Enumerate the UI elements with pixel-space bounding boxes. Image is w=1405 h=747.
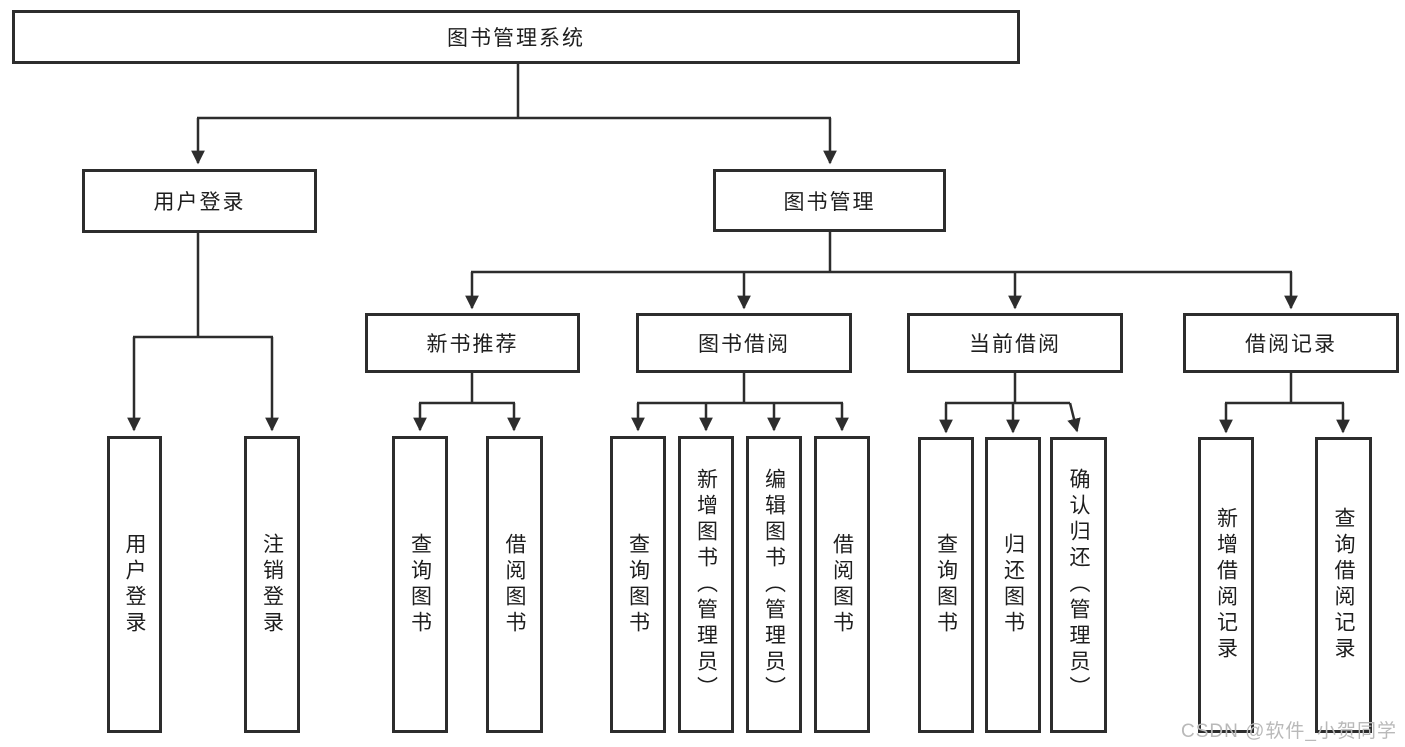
leaf-borrow-edit-admin: 编辑图书（管理员） [746, 436, 802, 733]
leaf-borrow-query: 查询图书 [610, 436, 666, 733]
leaf-borrow-add-admin-label: 新增图书（管理员） [694, 467, 718, 702]
leaf-query-borrow-record: 查询借阅记录 [1315, 437, 1372, 733]
leaf-borrow-book: 借阅图书 [814, 436, 870, 733]
leaf-current-query-label: 查询图书 [934, 533, 958, 637]
leaf-user-login: 用户登录 [107, 436, 162, 733]
leaf-add-borrow-record: 新增借阅记录 [1198, 437, 1254, 733]
node-book-management: 图书管理 [713, 169, 946, 232]
watermark: CSDN @软件_小贺同学 [1181, 721, 1397, 742]
node-user-login: 用户登录 [82, 169, 317, 233]
node-book-borrow-label: 图书借阅 [698, 333, 790, 356]
leaf-newbook-borrow: 借阅图书 [486, 436, 543, 733]
node-root: 图书管理系统 [12, 10, 1020, 64]
node-borrow-record: 借阅记录 [1183, 313, 1399, 373]
leaf-return-book: 归还图书 [985, 437, 1041, 733]
leaf-confirm-return-admin: 确认归还（管理员） [1050, 437, 1107, 733]
leaf-confirm-return-admin-label: 确认归还（管理员） [1067, 468, 1090, 702]
leaf-borrow-add-admin: 新增图书（管理员） [678, 436, 734, 733]
node-current-borrow-label: 当前借阅 [969, 333, 1061, 356]
leaf-newbook-borrow-label: 借阅图书 [503, 532, 526, 637]
node-root-label: 图书管理系统 [447, 27, 585, 50]
leaf-current-query: 查询图书 [918, 437, 974, 733]
leaf-borrow-book-label: 借阅图书 [830, 532, 854, 637]
leaf-return-book-label: 归还图书 [1001, 533, 1025, 637]
leaf-user-login-label: 用户登录 [123, 532, 146, 637]
leaf-newbook-query: 查询图书 [392, 436, 448, 733]
leaf-borrow-query-label: 查询图书 [626, 532, 650, 637]
leaf-newbook-query-label: 查询图书 [408, 532, 432, 637]
leaf-logout: 注销登录 [244, 436, 300, 733]
node-current-borrow: 当前借阅 [907, 313, 1123, 373]
leaf-query-borrow-record-label: 查询借阅记录 [1332, 507, 1355, 663]
node-book-borrow: 图书借阅 [636, 313, 852, 373]
node-new-book-recommend-label: 新书推荐 [426, 333, 519, 356]
leaf-borrow-edit-admin-label: 编辑图书（管理员） [762, 467, 786, 702]
node-user-login-label: 用户登录 [153, 191, 246, 214]
node-book-management-label: 图书管理 [783, 190, 876, 214]
node-borrow-record-label: 借阅记录 [1245, 333, 1337, 356]
leaf-add-borrow-record-label: 新增借阅记录 [1214, 507, 1238, 663]
leaf-logout-label: 注销登录 [260, 532, 284, 637]
node-new-book-recommend: 新书推荐 [365, 313, 580, 373]
